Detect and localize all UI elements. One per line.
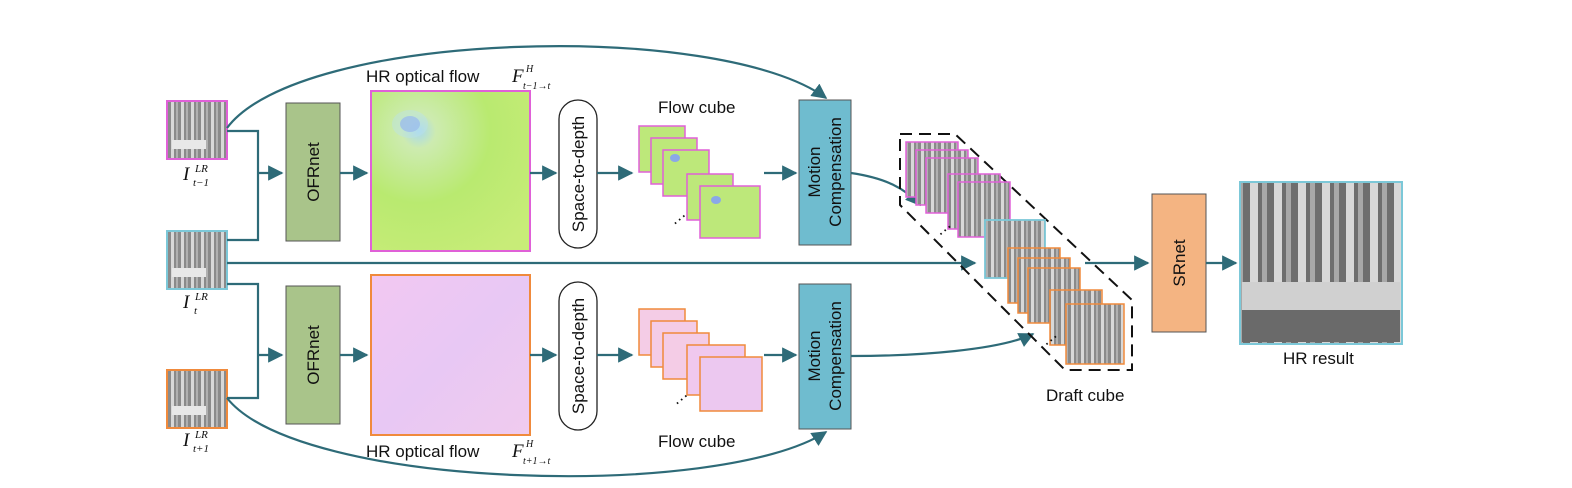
svg-text:Space-to-depth: Space-to-depth xyxy=(569,116,588,232)
svg-text:HR optical flow: HR optical flow xyxy=(366,67,480,86)
svg-text:t+1: t+1 xyxy=(193,443,209,455)
input-label-t: I LR t xyxy=(182,291,208,317)
flow-cube-bottom-label: Flow cube xyxy=(658,432,735,451)
svg-text:t: t xyxy=(194,305,198,317)
svg-text:Motion: Motion xyxy=(805,146,824,197)
hr-optical-flow-bottom-label: HR optical flow F H t+1→t xyxy=(366,439,551,467)
space-to-depth-bottom: Space-to-depth xyxy=(558,281,598,431)
svg-text:F: F xyxy=(511,66,524,87)
svg-text:H: H xyxy=(525,64,534,75)
input-frame-t xyxy=(166,230,228,290)
input-frame-t-minus-1 xyxy=(166,100,228,160)
svg-text:H: H xyxy=(525,439,534,450)
svg-text:I: I xyxy=(182,164,191,185)
ofrnet-to-flow-arrows xyxy=(340,165,369,363)
svg-text:Compensation: Compensation xyxy=(826,117,845,227)
svg-text:Space-to-depth: Space-to-depth xyxy=(569,298,588,414)
svg-text:Compensation: Compensation xyxy=(826,301,845,411)
draft-cube-label: Draft cube xyxy=(1046,386,1124,405)
curved-skip-arrows xyxy=(226,45,977,478)
svg-text:LR: LR xyxy=(194,291,208,303)
svg-text:LR: LR xyxy=(194,429,208,441)
hr-optical-flow-top-label: HR optical flow F H t−1→t xyxy=(366,64,551,92)
flow-cube-bottom: … xyxy=(638,308,763,412)
motion-compensation-top: Motion Compensation xyxy=(798,99,852,246)
svg-text:t+1→t: t+1→t xyxy=(523,456,551,467)
svg-text:OFRnet: OFRnet xyxy=(304,142,323,202)
ofrnet-bottom: OFRnet xyxy=(285,285,341,425)
hr-optical-flow-bottom-image xyxy=(370,274,531,436)
svg-text:t−1→t: t−1→t xyxy=(523,81,551,92)
svg-text:LR: LR xyxy=(194,163,208,175)
s2d-to-cube-arrows xyxy=(597,165,634,363)
hr-result-image xyxy=(1239,181,1403,345)
cube-to-mc-arrows xyxy=(764,165,798,363)
svg-text:SRnet: SRnet xyxy=(1170,239,1189,287)
draft-cube: … … xyxy=(899,133,1133,371)
svg-text:…: … xyxy=(664,203,689,228)
input-frame-t-plus-1 xyxy=(166,369,228,429)
srnet-box: SRnet xyxy=(1151,193,1207,333)
hr-optical-flow-top-image xyxy=(370,90,531,252)
input-label-t-plus-1: I LR t+1 xyxy=(182,429,209,455)
svg-text:I: I xyxy=(182,430,191,451)
flow-cube-top: … xyxy=(638,125,761,239)
svg-text:Motion: Motion xyxy=(805,330,824,381)
ofrnet-top: OFRnet xyxy=(285,102,341,242)
svg-text:HR optical flow: HR optical flow xyxy=(366,442,480,461)
svg-text:OFRnet: OFRnet xyxy=(304,325,323,385)
svg-text:F: F xyxy=(511,441,524,462)
flow-cube-top-label: Flow cube xyxy=(658,98,735,117)
svg-text:t−1: t−1 xyxy=(193,177,209,189)
motion-compensation-bottom: Motion Compensation xyxy=(798,283,852,430)
input-connectors xyxy=(227,129,284,400)
svg-text:I: I xyxy=(182,292,191,313)
hr-result-label: HR result xyxy=(1283,349,1354,368)
space-to-depth-top: Space-to-depth xyxy=(558,99,598,249)
flow-to-s2d-arrows xyxy=(530,165,558,363)
input-label-t-minus-1: I LR t−1 xyxy=(182,163,209,189)
